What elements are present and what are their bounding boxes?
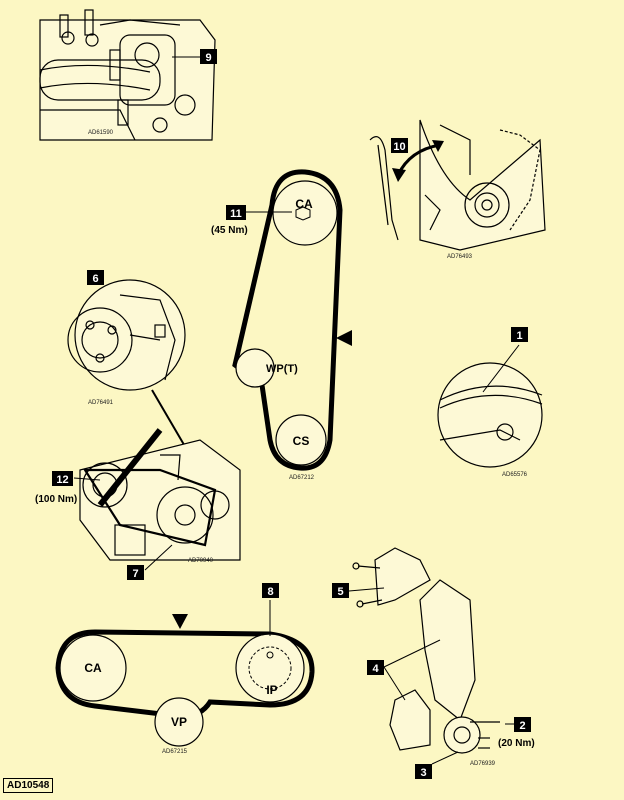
pulley-vp-label: VP (171, 715, 187, 729)
callout-2: 2 (514, 717, 531, 732)
torque-11-label: (45 Nm) (211, 225, 248, 236)
figure-code-lower-left: AD70940 (188, 558, 214, 564)
callout-7: 7 (127, 565, 144, 580)
leader-line-1 (482, 344, 520, 393)
svg-text:12: 12 (56, 474, 68, 486)
svg-text:1: 1 (516, 330, 522, 342)
callout-5: 5 (332, 583, 349, 598)
figure-code-belt-bottom: AD67215 (162, 749, 188, 755)
pulley-ip-label: IP (266, 683, 277, 697)
callout-11: 11 (226, 205, 246, 220)
pulley-wp-label: WP(T) (266, 363, 298, 375)
pulley-ca-bottom-label: CA (84, 661, 102, 675)
leader-line-12 (73, 477, 101, 481)
callout-4: 4 (367, 660, 384, 675)
timing-covers-illustration (374, 547, 500, 754)
callout-6: 6 (87, 270, 104, 285)
figure-code-lower-right: AD76939 (470, 761, 496, 767)
torque-12-label: (100 Nm) (35, 494, 77, 505)
svg-text:3: 3 (420, 767, 426, 779)
leader-line-7 (144, 544, 173, 571)
callout-10: 10 (391, 138, 408, 153)
belt-routing-top (232, 169, 343, 471)
svg-text:4: 4 (372, 663, 379, 675)
rotation-arrow-icon (336, 330, 352, 346)
engine-front-illustration (79, 439, 241, 561)
belt-routing-bottom (55, 629, 315, 747)
locking-tool-bar (97, 428, 163, 507)
figure-code-top-right: AD76493 (447, 254, 473, 260)
arrow-head-icon (392, 168, 406, 182)
leader-line-3 (431, 751, 459, 765)
svg-text:8: 8 (267, 586, 273, 598)
bolt-icon (352, 562, 383, 608)
rotation-arrow-icon (172, 614, 188, 629)
pulley-ca-top-label: CA (295, 197, 313, 211)
svg-text:2: 2 (519, 720, 525, 732)
callout-8: 8 (262, 583, 279, 598)
torque-2-label: (20 Nm) (498, 738, 535, 749)
sheet-code: AD10548 (3, 778, 54, 793)
pulley-cs-label: CS (293, 434, 310, 448)
arrow-head-icon (432, 140, 444, 152)
callout-12: 12 (52, 471, 73, 486)
cylinder-head-illustration (39, 9, 216, 141)
svg-text:11: 11 (230, 208, 242, 220)
figure-code-top-left: AD61590 (88, 130, 114, 136)
figure-code-mid-left: AD76491 (88, 400, 114, 406)
tensioner-illustration (369, 119, 546, 251)
svg-text:10: 10 (393, 141, 405, 153)
leader-line-5 (348, 587, 385, 592)
svg-text:7: 7 (132, 568, 138, 580)
sprocket-detail-illustration (67, 279, 186, 391)
svg-text:9: 9 (205, 52, 211, 64)
callout-1: 1 (511, 327, 528, 342)
crank-pulley-detail-illustration (437, 362, 543, 468)
svg-text:5: 5 (337, 586, 343, 598)
svg-text:6: 6 (92, 273, 98, 285)
leader-line-4a (383, 639, 441, 668)
figure-code-belt-top: AD67212 (289, 475, 315, 481)
figure-code-mid-right: AD65576 (502, 472, 528, 478)
callout-9: 9 (200, 49, 217, 64)
leader-line-4b (383, 666, 406, 701)
callout-3: 3 (415, 764, 432, 779)
